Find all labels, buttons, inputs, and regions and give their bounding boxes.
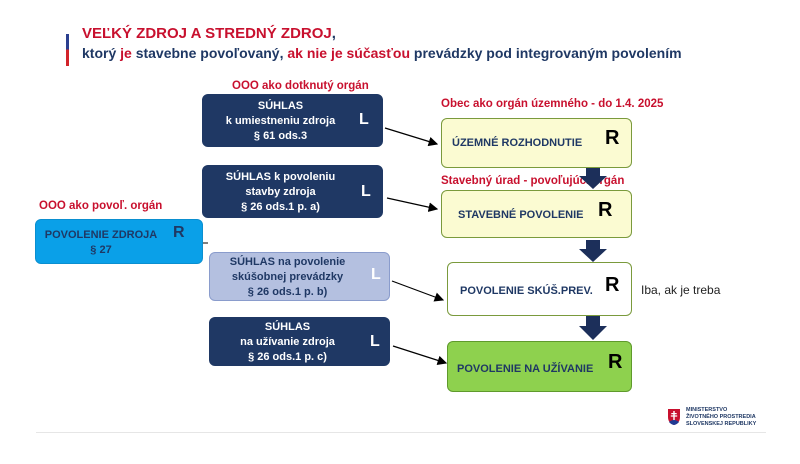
povolenie-skus-prev-box: POVOLENIE SKÚŠ.PREV. R [447,262,632,316]
title-part-b: je [120,45,132,61]
title-line-1: VEĽKÝ ZDROJ A STREDNÝ ZDROJ, [82,25,336,42]
letter-R: R [173,224,185,241]
arrow-line-2 [386,197,439,212]
arrow-line-4 [392,345,448,366]
box-line: § 26 ods.1 p. c) [248,351,327,363]
letter-L: L [371,266,381,283]
title-red-text: VEĽKÝ ZDROJ A STREDNÝ ZDROJ [82,25,332,42]
label-obec: Obec ako orgán územného - do 1.4. 2025 [441,98,664,110]
box-text: STAVEBNÉ POVOLENIE [458,209,584,221]
footer-divider [36,432,766,433]
box-line: SÚHLAS k povoleniu [225,171,336,183]
label-ooo-dotknuty: OOO ako dotknutý orgán [232,80,369,92]
box-line: § 27 [90,243,112,256]
box-text: POVOLENIE SKÚŠ.PREV. [460,285,593,297]
arrow-line-3 [391,280,445,302]
suhlas-uzivanie-box: SÚHLAS na užívanie zdroja § 26 ods.1 p. … [209,317,390,366]
letter-L: L [361,183,371,200]
letter-L: L [359,111,369,128]
down-arrow-3 [579,316,607,340]
povolenie-zdroja-box: POVOLENIE ZDROJA § 27 R [35,219,203,264]
down-arrow-1 [579,167,607,189]
coat-of-arms-icon [668,409,680,425]
letter-R: R [605,127,620,149]
suhlas-umiestnenie-box: SÚHLAS k umiestneniu zdroja § 61 ods.3 L [202,94,383,147]
box-line: stavby zdroja [245,186,316,198]
title-part-d: ak nie je súčasťou [287,45,411,61]
box-line: § 26 ods.1 p. a) [241,201,320,213]
label-ooo-povol: OOO ako povoľ. orgán [39,200,163,212]
arrow-line-1 [384,127,439,147]
uzemne-rozhodnutie-box: ÚZEMNÉ ROZHODNUTIE R [441,118,632,168]
box-line: na užívanie zdroja [240,336,335,348]
box-line: SÚHLAS [257,100,304,112]
title-part-c: stavebne povoľovaný, [131,45,288,61]
title-line-2: ktorý je stavebne povoľovaný, ak nie je … [82,45,682,61]
letter-L: L [370,333,380,350]
box-line: § 26 ods.1 p. b) [247,286,328,298]
letter-R: R [598,199,613,221]
suhlas-stavba-box: SÚHLAS k povoleniu stavby zdroja § 26 od… [202,165,383,218]
box-line: POVOLENIE ZDROJA [44,228,158,241]
title-part-a: ktorý [82,45,121,61]
suhlas-skusobna-box: SÚHLAS na povolenie skúšobnej prevádzky … [209,252,390,301]
box-line: SÚHLAS [264,321,311,333]
ministry-line: SLOVENSKEJ REPUBLIKY [686,421,757,427]
povolenie-na-uzivanie-box: POVOLENIE NA UŽÍVANIE R [447,341,632,392]
box-text: ÚZEMNÉ ROZHODNUTIE [452,137,583,149]
ministry-line: MINISTERSTVO [686,407,728,413]
ministry-name: MINISTERSTVO ŽIVOTNÉHO PROSTREDIA SLOVEN… [686,407,756,428]
down-arrow-2 [579,240,607,262]
letter-R: R [608,351,623,373]
letter-R: R [605,274,620,296]
ministry-line: ŽIVOTNÉHO PROSTREDIA [686,414,756,420]
title-part-e: prevádzky pod integrovaným povolením [410,45,682,61]
stavebne-povolenie-box: STAVEBNÉ POVOLENIE R [441,190,632,238]
box-line: SÚHLAS na povolenie [229,256,346,268]
box-line: k umiestneniu zdroja [225,115,336,127]
note-iba-ak-treba: Iba, ak je treba [641,283,721,297]
label-stavebny-urad: Stavebný úrad - povoľujúci orgán [441,175,625,187]
box-line: skúšobnej prevádzky [231,271,344,283]
box-line: § 61 ods.3 [253,130,308,142]
title-comma: , [331,25,336,42]
title-accent-bar [66,18,69,66]
box-text: POVOLENIE NA UŽÍVANIE [457,363,594,375]
